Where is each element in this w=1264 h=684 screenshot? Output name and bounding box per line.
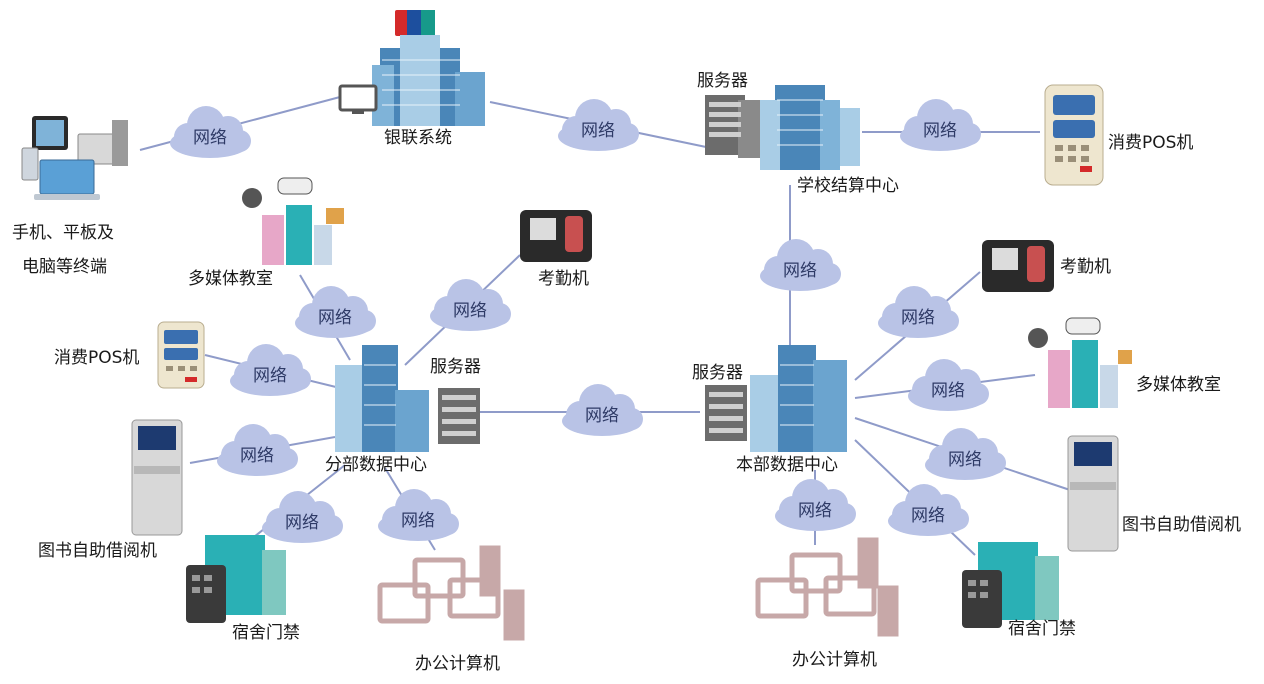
cloud-label: 网络 [285,513,319,533]
cloud-label: 网络 [948,450,982,470]
cloud-label: 网络 [453,301,487,321]
cloud-settlement-main-icon: 网络 [760,239,841,291]
terminals-devices [21,116,128,200]
cloud-dorm-right-icon: 网络 [888,484,969,536]
cloud-pos-left-icon: 网络 [230,344,311,396]
main-datacenter-building [705,345,847,452]
cloud-office-left-icon: 网络 [378,489,459,541]
dorm-right-label: 宿舍门禁 [1008,619,1076,639]
multimedia-classroom-left [242,177,344,265]
cloud-label: 网络 [923,121,957,141]
monitor-icon [338,84,378,112]
cloud-label: 网络 [318,308,352,328]
library-kiosk-right [1067,435,1119,552]
card-reader-icon [962,570,1002,628]
cloud-label: 网络 [911,506,945,526]
pos-machine-top [1044,84,1104,186]
cloud-label: 网络 [901,308,935,328]
cloud-label: 网络 [193,128,227,148]
cloud-label: 网络 [783,261,817,281]
cloud-label: 网络 [253,366,287,386]
multimedia-left-label: 多媒体教室 [188,269,273,289]
dorm-access-right [962,542,1059,628]
office-computers-left [377,545,525,641]
desktop-tower-icon [112,120,128,166]
attendance-machine-left [520,210,592,262]
multimedia-right-label: 多媒体教室 [1136,375,1221,395]
cloud-attendance-right-icon: 网络 [878,286,959,338]
unionpay-building [338,10,485,126]
cloud-label: 网络 [798,501,832,521]
cloud-label: 网络 [581,121,615,141]
attendance-machine-right [982,240,1054,292]
attendance-right-label: 考勤机 [1060,257,1111,277]
unionpay-label: 银联系统 [384,128,452,148]
network-clouds: 网络网络网络网络网络网络网络网络网络网络网络网络网络网络网络网络 [170,99,1006,543]
server-main-label: 服务器 [692,363,743,383]
cloud-library-left-icon: 网络 [217,424,298,476]
terminals-label-line2: 电脑等终端 [22,257,107,277]
cloud-branch-main-icon: 网络 [562,384,643,436]
multimedia-classroom-right [1028,317,1132,408]
cloud-unionpay-settlement-icon: 网络 [558,99,639,151]
terminals-label-line1: 手机、平板及 [12,223,114,243]
office-right-label: 办公计算机 [792,650,877,670]
office-left-label: 办公计算机 [415,654,500,674]
cloud-multimedia-left-icon: 网络 [295,286,376,338]
cloud-attendance-left-icon: 网络 [430,279,511,331]
cloud-multimedia-right-icon: 网络 [908,359,989,411]
pos-left-label: 消费POS机 [54,348,140,368]
attendance-left-label: 考勤机 [538,269,589,289]
main-datacenter-label: 本部数据中心 [736,455,838,475]
library-left-label: 图书自助借阅机 [38,541,157,561]
library-kiosk-left [131,419,183,536]
branch-datacenter-building [335,345,480,452]
library-right-label: 图书自助借阅机 [1122,515,1241,535]
settlement-center-label: 学校结算中心 [797,176,899,196]
office-computers-right [755,537,899,637]
cloud-label: 网络 [931,381,965,401]
camera-icon [242,188,262,208]
cloud-label: 网络 [585,406,619,426]
server-branch-label: 服务器 [430,357,481,377]
cloud-label: 网络 [401,511,435,531]
dorm-access-left [186,535,286,623]
cloud-terminals-icon: 网络 [170,106,251,158]
cloud-dorm-left-icon: 网络 [262,491,343,543]
cloud-office-right-icon: 网络 [775,479,856,531]
pos-top-label: 消费POS机 [1108,133,1194,153]
dorm-left-label: 宿舍门禁 [232,623,300,643]
cloud-library-right-icon: 网络 [925,428,1006,480]
card-reader-icon [186,565,226,623]
pos-machine-left [157,321,205,389]
camera-icon [1028,328,1048,348]
branch-datacenter-label: 分部数据中心 [325,455,427,475]
laptop-icon [39,159,95,195]
server-top-label: 服务器 [697,71,748,91]
cloud-settlement-pos-icon: 网络 [900,99,981,151]
settlement-center-building [705,85,860,170]
cloud-label: 网络 [240,446,274,466]
phone-icon [21,147,39,181]
